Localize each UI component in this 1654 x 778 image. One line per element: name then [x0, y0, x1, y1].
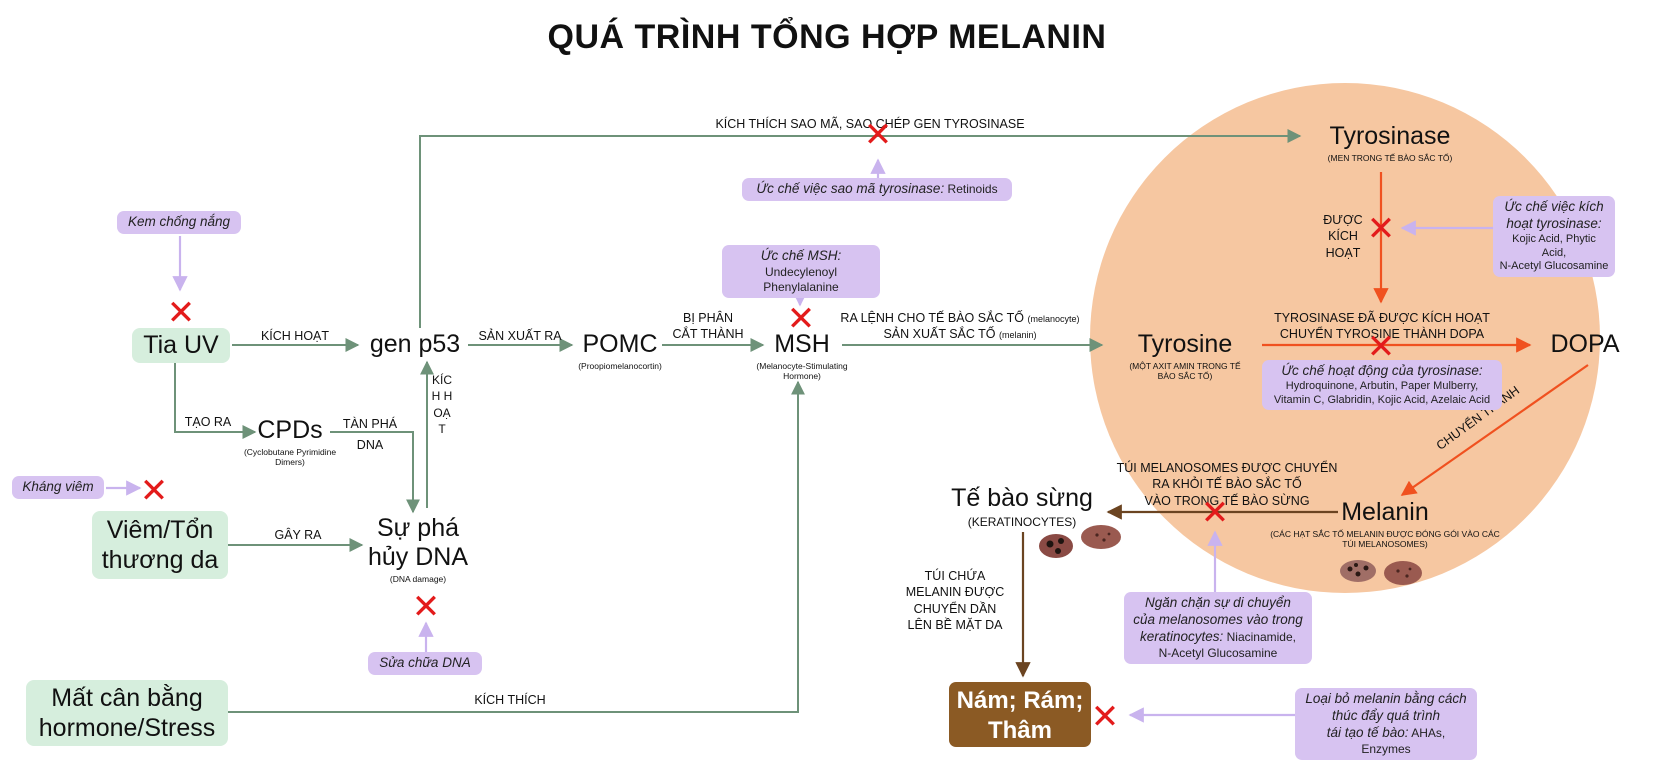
- block-x-icon: ✕: [863, 116, 893, 154]
- melanosome-dot: [1058, 538, 1064, 544]
- node-keratinocyte: Tế bào sừng(KERATINOCYTES): [951, 484, 1093, 529]
- node-gen-p53: gen p53: [369, 330, 461, 358]
- label-ra-lenh: RA LỆNH CHO TẾ BÀO SẮC TỐ (melanocyte) S…: [840, 311, 1080, 342]
- melanosome-dot: [1055, 548, 1061, 554]
- melanosome-dot: [1107, 532, 1111, 536]
- inhibitor-khang-viem: Kháng viêm: [12, 476, 104, 499]
- label-duoc-kich-hoat: ĐƯỢC KÍCH HOẠT: [1323, 213, 1363, 260]
- melanosome-dot: [1046, 540, 1054, 548]
- block-x-icon: ✕: [1366, 210, 1396, 248]
- inhibitor-msh: Ức chế MSH:Undecylenoyl Phenylalanine: [722, 245, 880, 298]
- block-x-icon: ✕: [411, 588, 441, 626]
- inhibitor-loai-bo-melanin: Loại bỏ melanin bằng cách thúc đẩy quá t…: [1295, 688, 1477, 760]
- melanosome-dot: [1363, 565, 1369, 571]
- inhibitor-hoat-dong-tyrosinase: Ức chế hoạt động của tyrosinase: Hydroqu…: [1262, 360, 1502, 411]
- melanosome-dot: [1408, 567, 1412, 571]
- node-stress: Mất cân bằng hormone/Stress: [26, 680, 228, 746]
- edge-cpds-dna: [330, 431, 420, 514]
- melanosome-cell-2: [1384, 561, 1422, 585]
- keratinocyte-cell-1: [1039, 534, 1073, 558]
- melanocyte-circle: [1090, 83, 1600, 593]
- block-x-icon: ✕: [786, 300, 816, 338]
- inhibitor-sua-chua-dna: Sửa chữa DNA: [368, 652, 482, 675]
- label-tao-ra: TẠO RA: [184, 415, 232, 429]
- node-nam-ram-tham: Nám; Rám; Thâm: [949, 682, 1091, 747]
- inhibitor-kem-chong-nang: Kem chống nắng: [117, 211, 241, 234]
- inhibitor-ngan-chan-melanosomes: Ngăn chặn sự di chuyển của melanosomes v…: [1124, 592, 1312, 664]
- block-x-icon: ✕: [139, 472, 169, 510]
- melanosome-dot: [1095, 533, 1099, 537]
- melanosome-dot: [1355, 571, 1361, 577]
- label-kich-hoat: KÍCH HOẠT: [260, 329, 330, 343]
- node-tyrosine: Tyrosine(MỘT AXIT AMIN TRONG TẾ BÀO SẮC …: [1129, 330, 1241, 382]
- node-msh: MSH(Melanocyte-Stimulating Hormone): [756, 330, 848, 382]
- melanosome-cells: [1340, 560, 1422, 585]
- label-san-xuat-ra: SẢN XUẤT RA: [478, 329, 562, 343]
- node-viem: Viêm/Tổn thương da: [92, 511, 228, 579]
- block-x-icon: ✕: [1366, 328, 1396, 366]
- edge-dopa-melanin: [1400, 364, 1589, 496]
- node-tyrosinase: Tyrosinase(MEN TRONG TẾ BÀO SẮC TỐ): [1327, 122, 1453, 163]
- node-cpds: CPDs(Cyclobutane Pyrimidine Dimers): [243, 416, 337, 468]
- label-kich-hoat-vertical: KÍCH HOẠT: [431, 373, 453, 436]
- node-dopa: DOPA: [1550, 330, 1620, 358]
- label-kich-thich-sao-ma: KÍCH THÍCH SAO MÃ, SAO CHÉP GEN TYROSINA…: [715, 117, 1025, 131]
- melanosome-dot: [1405, 574, 1409, 578]
- keratinocyte-cell-2: [1081, 525, 1121, 549]
- node-melanin: Melanin(CÁC HẠT SẮC TỐ MELANIN ĐƯỢC ĐÓNG…: [1270, 498, 1500, 550]
- edge-p53-tyrosinase: [419, 129, 1302, 328]
- label-gay-ra: GÂY RA: [274, 528, 322, 542]
- block-x-icon: ✕: [166, 294, 196, 332]
- node-pomc: POMC(Proopiomelanocortin): [578, 330, 662, 371]
- edge-stress-msh: [228, 380, 805, 713]
- label-kich-thich: KÍCH THÍCH: [474, 693, 546, 707]
- block-x-icon: ✕: [1090, 698, 1120, 736]
- node-dna-damage: Sự phá hủy DNA (DNA damage): [367, 514, 469, 584]
- keratinocyte-melanosome-cells: [1039, 525, 1121, 558]
- page-title: QUÁ TRÌNH TỔNG HỢP MELANIN: [547, 18, 1107, 56]
- melanosome-dot: [1396, 569, 1400, 573]
- node-tia-uv: Tia UV: [132, 328, 230, 363]
- melanosome-dot: [1347, 566, 1353, 572]
- melanosome-cell-1: [1340, 560, 1376, 582]
- melanosome-dot: [1102, 538, 1106, 542]
- inhibitor-sao-ma-tyrosinase: Ức chế việc sao mã tyrosinase: Retinoids: [742, 178, 1012, 201]
- melanosome-dot: [1354, 563, 1358, 567]
- edge-uv-cpds: [174, 362, 257, 439]
- inhibitor-kich-hoat-tyrosinase: Ức chế việc kích hoạt tyrosinase: Kojic …: [1493, 196, 1615, 277]
- block-x-icon: ✕: [1200, 494, 1230, 532]
